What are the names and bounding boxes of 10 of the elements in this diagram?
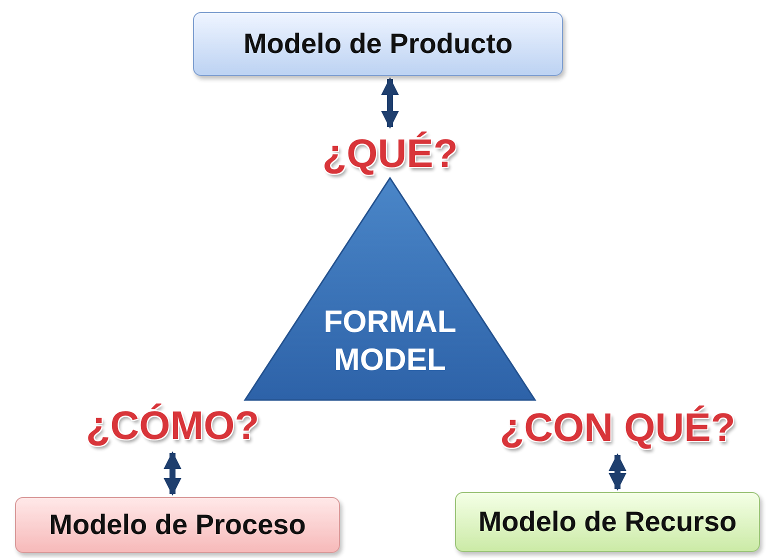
- question-label: ¿CÓMO?: [75, 402, 270, 450]
- question-label: ¿QUÉ?: [290, 130, 490, 178]
- question-label: ¿CON QUÉ?: [485, 404, 750, 452]
- model-box: Modelo de Recurso: [455, 492, 760, 552]
- double-arrow: [164, 451, 182, 496]
- model-box: Modelo de Producto: [193, 12, 563, 76]
- model-box: Modelo de Proceso: [15, 497, 340, 553]
- double-arrow: [381, 77, 399, 129]
- triangle-label: FORMAL MODEL: [322, 302, 458, 380]
- double-arrow: [608, 453, 626, 491]
